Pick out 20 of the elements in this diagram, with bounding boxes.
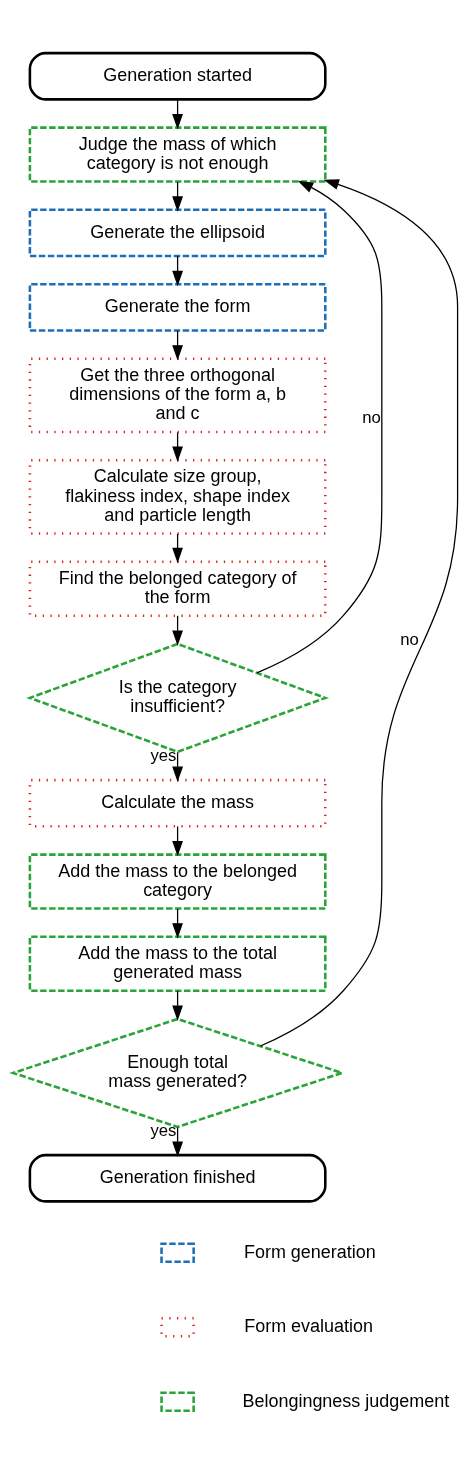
edge-label: no bbox=[400, 629, 419, 649]
edge-label: no bbox=[362, 407, 381, 427]
node-box: Generate the ellipsoid bbox=[28, 208, 327, 257]
node-box: Add the mass to the total generated mass bbox=[28, 935, 327, 992]
node-box: Generation started bbox=[28, 51, 327, 101]
node-diamond: Is the category insufficient? bbox=[26, 642, 330, 753]
node-box: Add the mass to the belonged category bbox=[28, 852, 327, 910]
node-box: Calculate the mass bbox=[28, 778, 327, 828]
edge-label: yes bbox=[150, 1120, 177, 1140]
arrow bbox=[259, 178, 459, 1047]
arrow bbox=[256, 180, 383, 674]
legend-label: Form evaluation bbox=[244, 1315, 374, 1336]
legend-label: Belongingness judgement bbox=[242, 1390, 450, 1410]
node-box: Find the belonged category of the form bbox=[28, 559, 327, 617]
node-box: Judge the mass of which category is not enough bbox=[28, 125, 327, 183]
node-box: Get the three orthogonal dimensions of the form a, b and c bbox=[28, 357, 327, 433]
legend-label: Form generation bbox=[243, 1241, 376, 1262]
node-box: Generation finished bbox=[28, 1153, 327, 1203]
node-box: Calculate size group, flakiness index, shape index and particle length bbox=[28, 458, 327, 535]
node-box: Generate the form bbox=[28, 282, 327, 332]
